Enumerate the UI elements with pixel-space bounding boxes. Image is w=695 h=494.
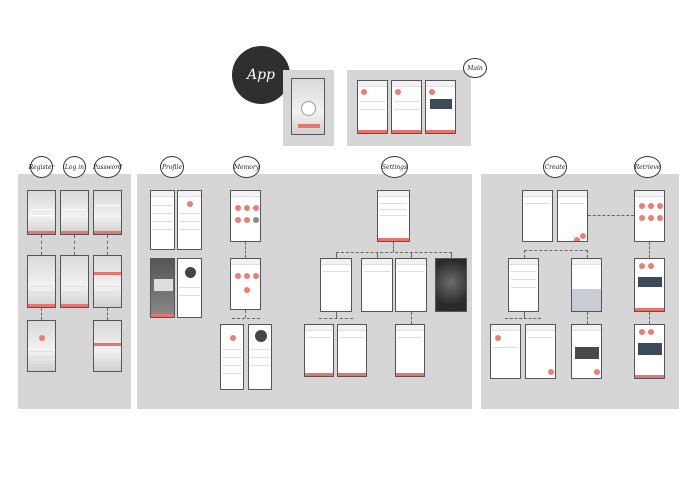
profile-screen-3[interactable] (150, 258, 175, 318)
password-screen-2[interactable] (93, 255, 122, 308)
settings-label: Settings (381, 156, 408, 178)
memory-screen-1[interactable] (230, 190, 261, 242)
connector (588, 215, 634, 216)
connector (524, 250, 588, 251)
create-screen-4[interactable] (571, 258, 602, 312)
profile-screen-4[interactable] (177, 258, 202, 318)
app-root-label: App (232, 46, 290, 104)
connector (587, 250, 588, 258)
connector (41, 308, 42, 320)
settings-screen-a1[interactable] (304, 324, 334, 377)
connector (245, 310, 246, 318)
splash-screen[interactable] (291, 78, 325, 135)
login-label: Log in (63, 156, 86, 178)
connector (505, 318, 541, 319)
password-screen-3[interactable] (93, 320, 122, 372)
connector (336, 252, 452, 253)
create-screen-5[interactable] (490, 324, 521, 379)
password-label: Password (93, 156, 122, 178)
memory-label: Memory (233, 156, 260, 178)
profile-screen-1[interactable] (150, 190, 175, 250)
connector (393, 242, 394, 252)
connector (377, 252, 378, 258)
password-screen-1[interactable] (93, 190, 122, 235)
retrieve-screen-3[interactable] (634, 324, 665, 379)
connector (649, 242, 650, 258)
retrieve-screen-1[interactable] (634, 190, 665, 242)
profile-label: Profile (160, 156, 184, 178)
connector (587, 312, 588, 324)
settings-screen-a[interactable] (320, 258, 352, 312)
create-label: Create (543, 156, 567, 178)
splash-button[interactable] (298, 124, 320, 128)
settings-screen-c[interactable] (395, 258, 427, 312)
retrieve-label: Retrieve (634, 156, 661, 178)
avatar (185, 267, 196, 278)
connector (319, 318, 353, 319)
app-logo-icon (301, 101, 316, 116)
connector (524, 312, 525, 318)
connector (649, 312, 650, 324)
main-screen-1[interactable] (357, 80, 388, 134)
main-screen-3[interactable] (425, 80, 456, 134)
profile-screen-2[interactable] (177, 190, 202, 250)
connector (451, 252, 452, 258)
create-screen-3[interactable] (508, 258, 539, 312)
register-screen-2[interactable] (27, 255, 56, 308)
memory-screen-4[interactable] (248, 324, 272, 390)
login-screen-2[interactable] (60, 255, 89, 308)
connector (411, 252, 412, 258)
app-splash-panel (283, 70, 334, 146)
connector (524, 250, 525, 258)
connector (411, 312, 412, 324)
connector (336, 312, 337, 318)
settings-screen-d[interactable] (435, 258, 467, 312)
create-screen-7[interactable] (571, 324, 602, 379)
settings-screen-c1[interactable] (395, 324, 425, 377)
settings-screen-main[interactable] (377, 190, 410, 242)
memory-screen-3[interactable] (220, 324, 244, 390)
connector (107, 235, 108, 255)
connector (336, 252, 337, 258)
register-screen-3[interactable] (27, 320, 56, 372)
connector (245, 242, 246, 258)
create-screen-1[interactable] (522, 190, 553, 242)
connector (74, 235, 75, 255)
login-screen-1[interactable] (60, 190, 89, 235)
register-label: Register (29, 156, 54, 178)
connector (232, 318, 260, 319)
main-label: Main (463, 58, 487, 78)
create-screen-2[interactable] (557, 190, 588, 242)
main-panel (347, 70, 471, 146)
main-screen-2[interactable] (391, 80, 422, 134)
connector (41, 235, 42, 255)
avatar (255, 330, 267, 342)
memory-screen-2[interactable] (230, 258, 261, 310)
settings-screen-b[interactable] (361, 258, 393, 312)
connector (107, 308, 108, 320)
keyboard[interactable] (572, 289, 601, 311)
retrieve-screen-2[interactable] (634, 258, 665, 312)
create-screen-6[interactable] (525, 324, 556, 379)
register-screen-1[interactable] (27, 190, 56, 235)
settings-screen-a2[interactable] (337, 324, 367, 377)
